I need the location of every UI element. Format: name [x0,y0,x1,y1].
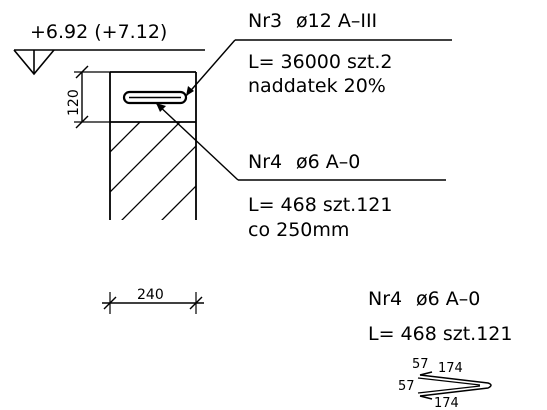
leader-nr3: Nr3 ø12 A–III L= 36000 szt.2 naddatek 20… [185,10,452,97]
nr3-mark: Nr3 [248,10,282,32]
nr3-spec: ø12 A–III [296,10,377,32]
width-dimension-text: 240 [137,287,164,303]
nr4-detail: Nr4 ø6 A–0 L= 468 szt.121 57 174 57 174 [368,288,512,410]
beam-cross-section [109,71,197,220]
detail-left-hook: 57 [398,379,415,394]
nr4-detail-spec: ø6 A–0 [416,288,480,310]
elevation-marker: +6.92 (+7.12) [13,21,205,76]
nr4-detail-mark: Nr4 [368,288,402,310]
nr3-note: naddatek 20% [248,75,386,97]
rebar-loop [122,90,188,105]
stirrup-shape [419,374,492,397]
detail-top-length: 174 [438,361,463,376]
height-dimension-text: 120 [66,89,82,116]
nr4-note: co 250mm [248,219,349,241]
elevation-text: +6.92 (+7.12) [30,21,167,43]
detail-bottom-length: 174 [434,396,459,410]
nr4-spec: ø6 A–0 [296,151,360,173]
nr4-detail-length: L= 468 szt.121 [368,323,512,345]
concrete-hatch [110,122,196,220]
leader-nr4: Nr4 ø6 A–0 L= 468 szt.121 co 250mm [155,102,446,241]
nr3-length: L= 36000 szt.2 [248,51,392,73]
height-dimension: 120 [66,65,110,129]
detail-top-hook: 57 [412,357,429,372]
nr4-mark: Nr4 [248,151,282,173]
width-dimension: 240 [102,287,204,314]
nr4-length: L= 468 szt.121 [248,194,392,216]
